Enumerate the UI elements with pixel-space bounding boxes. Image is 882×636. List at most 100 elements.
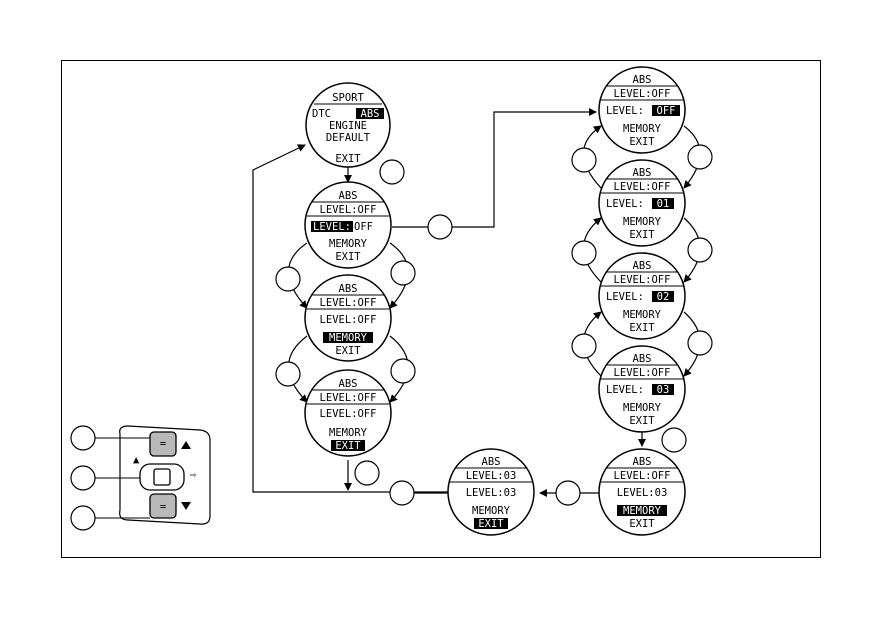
handlebar-switch: = = ▲ ⇨	[95, 425, 211, 525]
abs-r4-title: ABS	[633, 353, 652, 365]
ref-circle	[70, 465, 96, 491]
abs-r1-title: ABS	[633, 74, 652, 86]
abs-r4-row2: LEVEL:	[606, 384, 644, 396]
up-button[interactable]	[149, 431, 177, 457]
abs-r3-row4: EXIT	[629, 322, 655, 334]
sport-title: SPORT	[332, 92, 364, 104]
ref-circle	[379, 159, 405, 185]
down-button-glyph: =	[160, 501, 166, 513]
abs-r3-row2-highlight: 02	[657, 291, 670, 303]
screen-abs-r2: ABS LEVEL:OFF LEVEL: 01 MEMORY EXIT	[598, 159, 686, 247]
ref-circle	[687, 237, 713, 263]
screen-abs-a: ABS LEVEL:OFF LEVEL: OFF MEMORY EXIT	[304, 181, 392, 269]
up-button-glyph: =	[160, 438, 166, 450]
abs-r5-title: ABS	[633, 456, 652, 468]
screen-abs-c: ABS LEVEL:OFF LEVEL:OFF MEMORY EXIT	[304, 369, 392, 457]
screen-sport: SPORT DTC ABS ENGINE DEFAULT EXIT	[305, 82, 391, 168]
abs-r5-row2: LEVEL:03	[617, 487, 668, 499]
abs-r5-row1: LEVEL:OFF	[614, 470, 671, 482]
screen-abs-r1: ABS LEVEL:OFF LEVEL: OFF MEMORY EXIT	[598, 66, 686, 154]
ref-circle	[389, 480, 415, 506]
abs-r3-row1: LEVEL:OFF	[614, 274, 671, 286]
down-arrow-icon	[181, 502, 191, 510]
ref-circle	[427, 214, 453, 240]
ref-circle	[390, 260, 416, 286]
sport-line4: EXIT	[335, 153, 361, 165]
screen-abs-b: ABS LEVEL:OFF LEVEL:OFF MEMORY EXIT	[304, 274, 392, 362]
abs-c-title: ABS	[339, 378, 358, 390]
abs-a-row4: EXIT	[335, 251, 361, 263]
small-right-mark: ⇨	[190, 469, 197, 481]
diagram-frame	[61, 60, 821, 558]
abs-r2-row2-highlight: 01	[657, 198, 670, 210]
ref-circle	[687, 144, 713, 170]
abs-r3-row3: MEMORY	[623, 309, 662, 321]
down-button[interactable]	[149, 493, 177, 519]
abs-r2-row4: EXIT	[629, 229, 655, 241]
abs-b-row3-highlight: MEMORY	[329, 332, 368, 344]
abs-r5-row4: EXIT	[629, 518, 655, 530]
abs-final-row1: LEVEL:03	[466, 470, 517, 482]
ref-circle	[571, 333, 597, 359]
return-loop-line	[252, 144, 448, 493]
small-up-mark: ▲	[133, 454, 140, 466]
abs-final-row2: LEVEL:03	[466, 487, 517, 499]
abs-r4-row3: MEMORY	[623, 402, 662, 414]
ref-circle	[687, 330, 713, 356]
abs-r4-row4: EXIT	[629, 415, 655, 427]
abs-a-row2-highlight: LEVEL:	[313, 221, 351, 233]
abs-r3-title: ABS	[633, 260, 652, 272]
abs-a-row2-rest: OFF	[354, 221, 373, 233]
ref-circle	[390, 358, 416, 384]
abs-r2-row1: LEVEL:OFF	[614, 181, 671, 193]
abs-a-row1: LEVEL:OFF	[320, 204, 377, 216]
abs-b-row1: LEVEL:OFF	[320, 297, 377, 309]
screen-abs-r3: ABS LEVEL:OFF LEVEL: 02 MEMORY EXIT	[598, 252, 686, 340]
abs-r4-row2-highlight: 03	[657, 384, 670, 396]
ref-circle	[571, 147, 597, 173]
ref-circle	[275, 361, 301, 387]
ref-circle	[70, 425, 96, 451]
abs-final-row3: MEMORY	[472, 505, 511, 517]
ref-circle	[555, 480, 581, 506]
reference-circles	[70, 144, 713, 531]
abs-c-row1: LEVEL:OFF	[320, 392, 377, 404]
abs-b-row2: LEVEL:OFF	[320, 314, 377, 326]
abs-r1-row2: LEVEL:	[606, 105, 644, 117]
screen-abs-r4: ABS LEVEL:OFF LEVEL: 03 MEMORY EXIT	[598, 345, 686, 433]
ref-circle	[275, 266, 301, 292]
screen-abs-r5: ABS LEVEL:OFF LEVEL:03 MEMORY EXIT	[598, 448, 686, 536]
abs-a-title: ABS	[339, 190, 358, 202]
ref-circle	[354, 460, 380, 486]
abs-r3-row2: LEVEL:	[606, 291, 644, 303]
abs-r2-row3: MEMORY	[623, 216, 662, 228]
abs-r1-row1: LEVEL:OFF	[614, 88, 671, 100]
abs-c-row2: LEVEL:OFF	[320, 408, 377, 420]
abs-r1-row4: EXIT	[629, 136, 655, 148]
abs-b-title: ABS	[339, 283, 358, 295]
abs-r2-title: ABS	[633, 167, 652, 179]
abs-final-title: ABS	[482, 456, 501, 468]
abs-c-row3: MEMORY	[329, 427, 368, 439]
screen-abs-final: ABS LEVEL:03 LEVEL:03 MEMORY EXIT	[447, 448, 535, 536]
ref-circle	[661, 427, 687, 453]
abs-r5-row3-highlight: MEMORY	[623, 505, 662, 517]
sport-line1: DTC	[312, 108, 331, 120]
center-button-core	[153, 468, 171, 486]
sport-line2: ENGINE	[329, 120, 367, 132]
up-arrow-icon	[181, 441, 191, 449]
abs-r2-row2: LEVEL:	[606, 198, 644, 210]
sport-line3: DEFAULT	[326, 132, 371, 144]
sport-line1-badge: ABS	[361, 108, 380, 120]
abs-a-row3: MEMORY	[329, 238, 368, 250]
abs-r1-row2-highlight: OFF	[657, 105, 676, 117]
abs-r4-row1: LEVEL:OFF	[614, 367, 671, 379]
abs-b-row4: EXIT	[335, 345, 361, 357]
abs-a-to-right-column-line	[392, 112, 596, 228]
ref-circle	[571, 240, 597, 266]
abs-r1-row3: MEMORY	[623, 123, 662, 135]
abs-final-row4-highlight: EXIT	[478, 518, 504, 530]
abs-c-row4-highlight: EXIT	[335, 440, 361, 452]
ref-circle	[70, 505, 96, 531]
